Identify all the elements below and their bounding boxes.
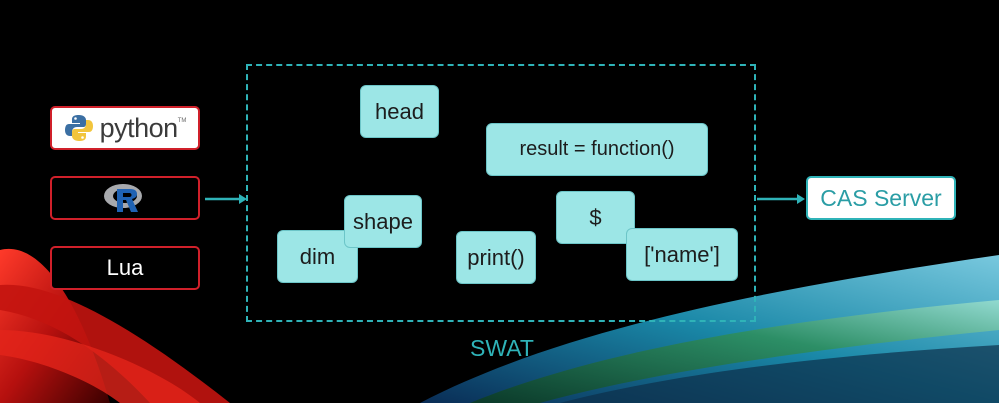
swat-label: SWAT: [470, 335, 534, 361]
python-logo-icon: [64, 115, 93, 141]
python-label: python: [99, 112, 179, 143]
r-logo-icon: [104, 184, 142, 212]
arrow-to-swat-icon: [205, 194, 247, 204]
trademark-mark: TM: [177, 118, 187, 124]
lua-box: Lua: [50, 246, 200, 290]
python-box: python TM: [50, 106, 200, 150]
cas-server-box: CAS Server: [806, 176, 956, 220]
chip-dim: dim: [277, 230, 358, 283]
chip-dollar: $: [556, 191, 635, 244]
swat-container: [246, 64, 756, 322]
chip-head: head: [360, 85, 439, 138]
arrow-to-cas-server-icon: [757, 194, 805, 204]
chip-print: print(): [456, 231, 536, 284]
chip-name-index: ['name']: [626, 228, 738, 281]
lua-label: Lua: [106, 255, 144, 280]
chip-shape: shape: [344, 195, 422, 248]
r-box: [50, 176, 200, 220]
chip-result-function: result = function(): [486, 123, 708, 176]
